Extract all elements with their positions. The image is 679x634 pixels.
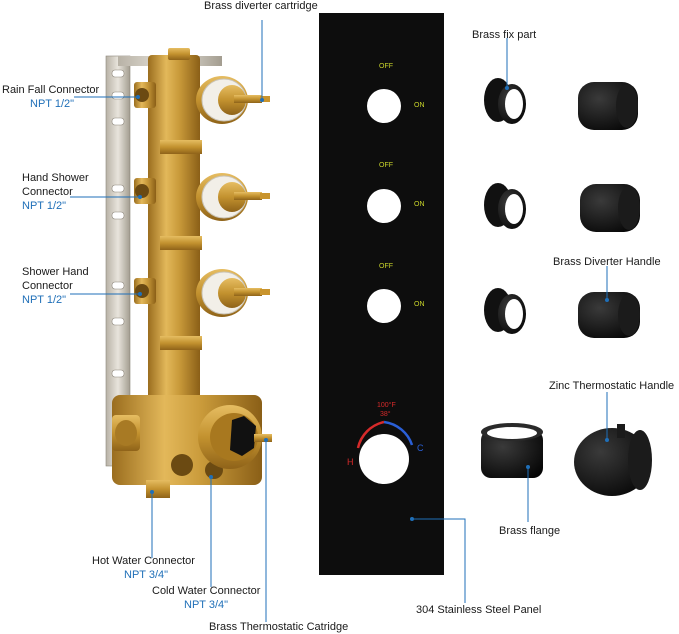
- thermostatic-body: [112, 395, 272, 498]
- label-fix-part: Brass fix part: [472, 29, 537, 41]
- label-shower-hand-npt: NPT 1/2": [22, 294, 67, 306]
- on-label-1: ON: [414, 102, 425, 109]
- label-cold-water-npt: NPT 3/4": [184, 599, 229, 611]
- label-thermo-cartridge: Brass Thermostatic Catridge: [209, 621, 349, 633]
- brass-valve-body: [112, 48, 272, 498]
- label-diverter-handle: Brass Diverter Handle: [553, 256, 661, 268]
- label-hot-water: Hot Water Connector: [92, 555, 195, 567]
- fix-part-rings: [484, 78, 526, 334]
- diverter-handles: [578, 82, 640, 338]
- leader-lines: [70, 20, 609, 622]
- off-label-3: OFF: [379, 263, 393, 270]
- label-hand-shower-2: Connector: [22, 186, 73, 198]
- on-label-2: ON: [414, 201, 425, 208]
- label-rain-fall-npt: NPT 1/2": [30, 98, 75, 110]
- label-hand-shower-1: Hand Shower: [22, 172, 89, 184]
- zinc-thermostatic-handle: [574, 424, 652, 496]
- on-label-3: ON: [414, 301, 425, 308]
- hot-letter: H: [347, 457, 354, 467]
- label-zinc-handle: Zinc Thermostatic Handle: [549, 380, 675, 392]
- brass-flange: [481, 423, 543, 478]
- label-panel: 304 Stainless Steel Panel: [416, 604, 542, 616]
- label-cold-water: Cold Water Connector: [152, 585, 261, 597]
- off-label-2: OFF: [379, 162, 393, 169]
- label-flange: Brass flange: [499, 525, 561, 537]
- diverter-cartridges: [196, 76, 270, 317]
- panel-markings: OFF ON OFF ON OFF ON 100°F 38° H C: [347, 63, 425, 467]
- label-shower-hand-1: Shower Hand: [22, 266, 89, 278]
- label-rain-fall: Rain Fall Connector: [2, 84, 100, 96]
- temp-c-label: 38°: [380, 410, 391, 418]
- label-hand-shower-npt: NPT 1/2": [22, 200, 67, 212]
- label-shower-hand-2: Connector: [22, 280, 73, 292]
- temp-f-label: 100°F: [377, 401, 396, 409]
- off-label-1: OFF: [379, 63, 393, 70]
- label-diverter-cartridge: Brass diverter cartridge: [204, 0, 318, 12]
- cold-letter: C: [417, 443, 424, 453]
- label-hot-water-npt: NPT 3/4": [124, 569, 169, 581]
- steel-panel: [319, 13, 444, 575]
- side-ports: [134, 82, 156, 304]
